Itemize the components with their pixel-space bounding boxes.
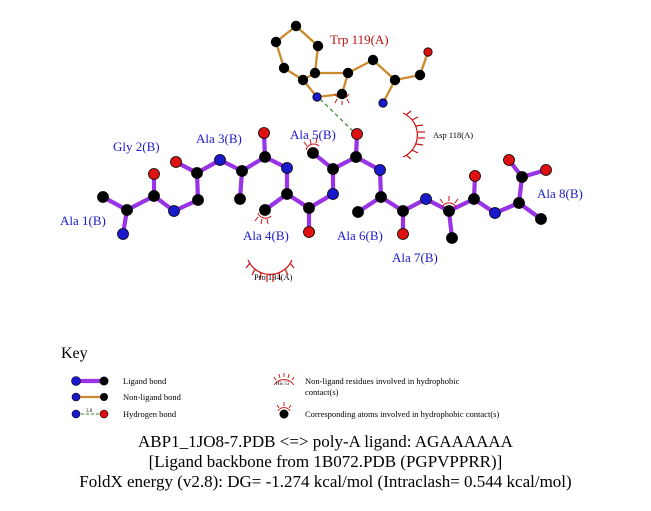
asp118-hydrophobic-arc <box>402 110 426 160</box>
atom-contact-mark <box>305 143 320 151</box>
caption-line-2: [Ligand backbone from 1B072.PDB (PGPVPPR… <box>148 452 503 471</box>
oxygen-atom <box>469 170 481 182</box>
carbon-atom <box>192 194 204 206</box>
carbon-atom <box>342 67 354 79</box>
legend-hydrophobic-residue-line1: Non-ligand residues involved in hydropho… <box>305 376 460 386</box>
legend-hydrogen-bond: 3.0 Hydrogen bond <box>71 409 177 419</box>
nitrogen-atom <box>312 92 322 102</box>
oxygen-atom <box>540 164 552 176</box>
atom-contact-mark <box>257 212 272 219</box>
residue-label-ala6: Ala 6(B) <box>337 228 383 243</box>
carbon-atom <box>297 74 309 86</box>
carbon-atom <box>397 205 409 217</box>
legend-ligand-bond: Ligand bond <box>71 376 167 386</box>
residue-label-trp119: Trp 119(A) <box>330 32 389 47</box>
oxygen-atom <box>258 127 270 139</box>
caption-line-3: FoldX energy (v2.8): DG= -1.274 kcal/mol… <box>79 472 572 491</box>
carbon-atom <box>389 74 401 86</box>
residue-label-gly2: Gly 2(B) <box>113 139 160 154</box>
carbon-atom <box>350 151 362 163</box>
carbon-atom <box>234 193 246 205</box>
residue-label-pro134: Pro 134(A) <box>254 272 293 282</box>
legend-nonligand-bond: Non-ligand bond <box>71 392 182 402</box>
ligplot-diagram: Trp 119(A) Asp 118(A) Pro 134(A) Ala 1(B… <box>60 20 583 419</box>
legend-hbond-length: 3.0 <box>86 409 93 414</box>
legend-hydrophobic-residue: His 53 Non-ligand residues involved in h… <box>273 373 460 397</box>
carbon-atom <box>336 88 348 100</box>
carbon-atom <box>443 205 455 217</box>
carbon-atom <box>148 190 160 202</box>
trp119-atoms <box>270 20 433 108</box>
nitrogen-atom <box>117 228 129 240</box>
carbon-atom <box>290 20 302 32</box>
carbon-atom <box>191 167 203 179</box>
nitrogen-atom <box>420 193 432 205</box>
legend: Key Ligand bond Non-ligand bond 3.0 <box>61 345 499 419</box>
carbon-atom <box>259 151 271 163</box>
nitrogen-atom <box>374 164 386 176</box>
carbon-atom <box>270 36 282 48</box>
oxygen-atom <box>351 128 363 140</box>
oxygen-atom <box>303 226 315 238</box>
carbon-atom <box>516 171 528 183</box>
hydrogen-bond <box>319 98 356 134</box>
carbon-atom <box>327 163 339 175</box>
legend-hydrophobic-atom: Corresponding atoms involved in hydropho… <box>276 402 499 419</box>
caption-line-1: ABP1_1JO8-7.PDB <=> poly-A ligand: AGAAA… <box>138 432 513 451</box>
carbon-atom <box>414 69 426 81</box>
oxygen-atom <box>170 156 182 168</box>
carbon-atom <box>281 188 293 200</box>
carbon-atom <box>367 54 379 66</box>
legend-example-residue: His 53 <box>276 382 290 387</box>
oxygen-atom <box>148 168 160 180</box>
residue-label-ala4: Ala 4(B) <box>243 228 289 243</box>
carbon-atom <box>97 191 109 203</box>
nitrogen-atom <box>281 162 293 174</box>
legend-hydrophobic-residue-line2: contact(s) <box>305 387 339 397</box>
carbon-atom <box>352 206 364 218</box>
nitrogen-atom <box>489 207 501 219</box>
ligand-bonds <box>100 130 549 241</box>
carbon-atom <box>303 202 315 214</box>
carbon-atom <box>312 40 324 52</box>
nitrogen-atom <box>378 98 388 108</box>
residue-label-ala3: Ala 3(B) <box>196 131 242 146</box>
nitrogen-atom <box>327 188 339 200</box>
carbon-atom <box>307 147 319 159</box>
oxygen-atom <box>423 47 433 57</box>
carbon-atom <box>468 193 480 205</box>
residue-label-ala5: Ala 5(B) <box>290 127 336 142</box>
nitrogen-atom <box>168 205 180 217</box>
carbon-atom <box>121 204 133 216</box>
carbon-atom <box>375 191 387 203</box>
residue-label-ala8: Ala 8(B) <box>537 186 583 201</box>
ligand-atoms <box>97 127 552 244</box>
residue-label-ala1: Ala 1(B) <box>60 213 106 228</box>
carbon-atom <box>278 62 290 74</box>
legend-title: Key <box>61 345 88 362</box>
legend-ligand-bond-label: Ligand bond <box>123 376 167 386</box>
residue-label-asp118: Asp 118(A) <box>433 130 473 140</box>
oxygen-atom <box>397 228 409 240</box>
carbon-atom <box>446 232 458 244</box>
carbon-atom <box>309 67 321 79</box>
residue-label-ala7: Ala 7(B) <box>392 250 438 265</box>
atom-contact-mark <box>441 202 457 208</box>
nitrogen-atom <box>214 154 226 166</box>
carbon-atom <box>236 165 248 177</box>
caption: ABP1_1JO8-7.PDB <=> poly-A ligand: AGAAA… <box>0 432 651 492</box>
legend-hydrogen-bond-label: Hydrogen bond <box>123 409 177 419</box>
oxygen-atom <box>503 154 515 166</box>
carbon-atom <box>259 204 271 216</box>
carbon-atom <box>535 213 547 225</box>
carbon-atom <box>513 197 525 209</box>
hydrophobic-arcs <box>245 93 459 283</box>
legend-nonligand-bond-label: Non-ligand bond <box>123 392 182 402</box>
residue-labels: Trp 119(A) Asp 118(A) Pro 134(A) Ala 1(B… <box>60 32 583 282</box>
legend-hydrophobic-atom-label: Corresponding atoms involved in hydropho… <box>305 409 499 419</box>
